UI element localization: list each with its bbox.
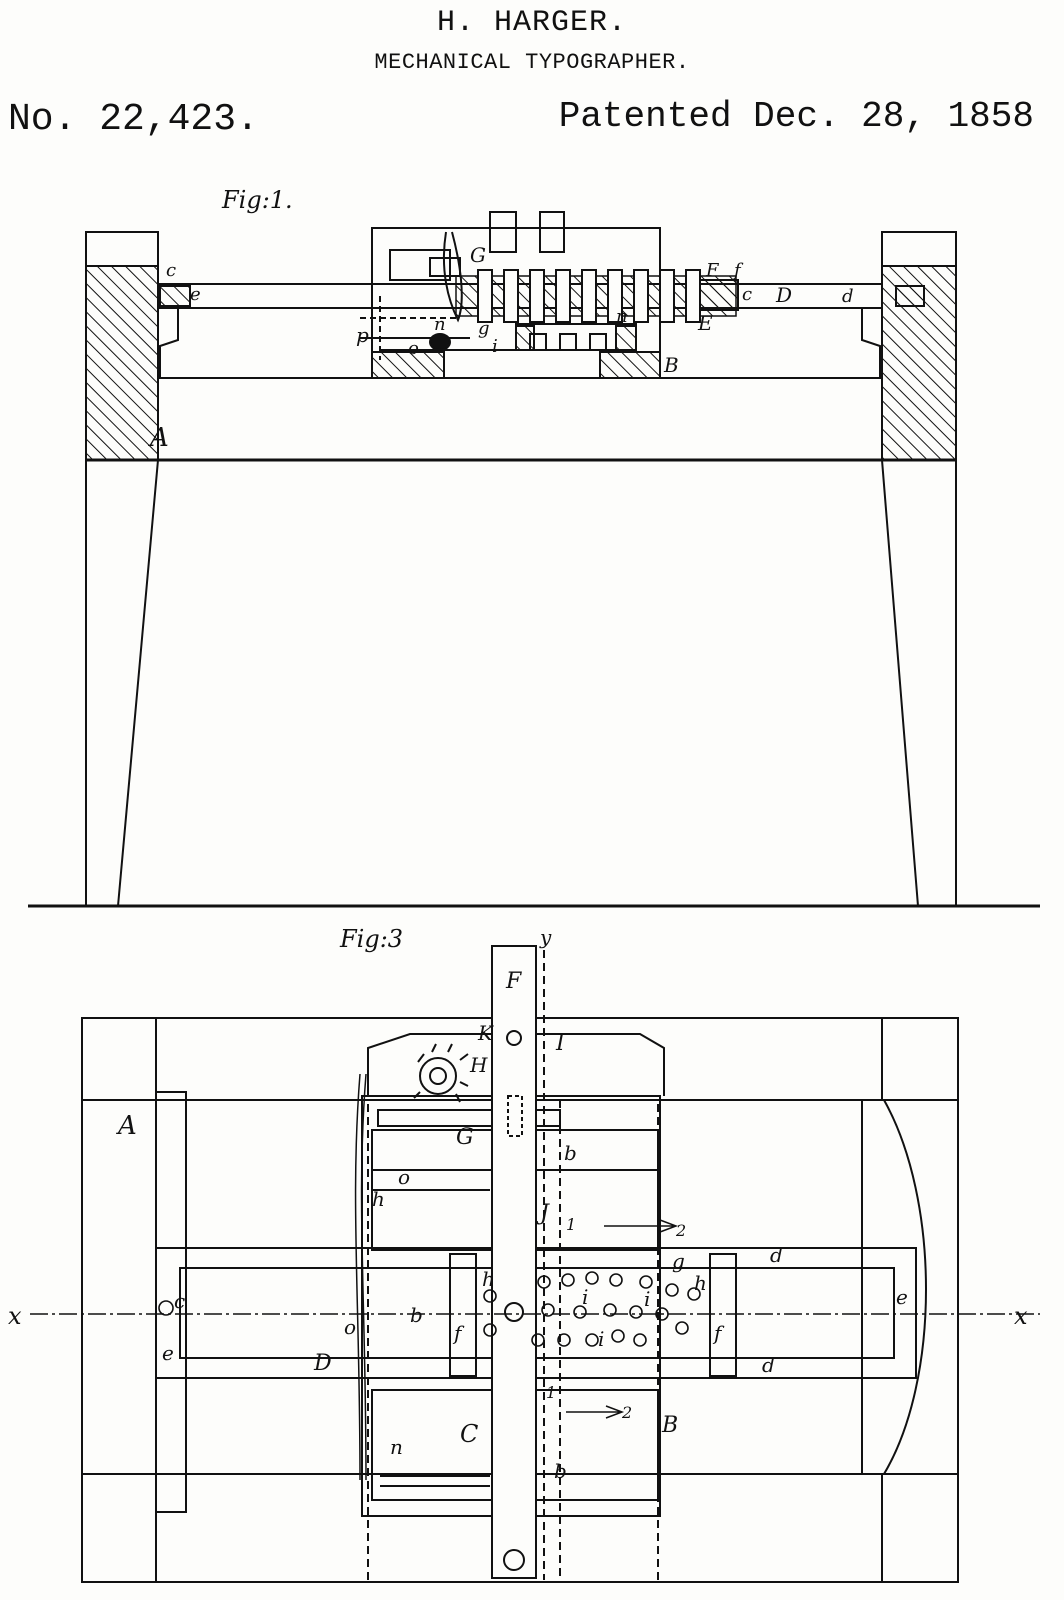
figure-3-label: Fig:3 — [340, 925, 404, 953]
svg-text:d: d — [842, 286, 854, 307]
svg-text:g: g — [672, 1249, 685, 1273]
svg-text:i: i — [644, 1287, 650, 1311]
svg-text:n: n — [616, 306, 628, 327]
svg-text:C: C — [460, 1420, 478, 1448]
svg-text:n: n — [434, 314, 446, 335]
patent-date: Patented Dec. 28, 1858 — [558, 96, 1034, 137]
svg-text:e: e — [896, 1285, 908, 1309]
svg-text:I: I — [555, 1031, 566, 1056]
svg-text:f: f — [452, 1321, 465, 1345]
svg-text:i: i — [582, 1285, 588, 1309]
svg-text:D: D — [775, 283, 792, 307]
svg-text:o: o — [398, 1165, 410, 1189]
figure-1-drawing — [28, 211, 1040, 908]
figure-1-label: Fig:1. — [222, 186, 293, 214]
svg-text:A: A — [116, 1111, 137, 1141]
svg-text:f: f — [732, 260, 744, 281]
svg-text:K: K — [477, 1021, 494, 1045]
svg-text:i: i — [598, 1327, 604, 1351]
svg-text:c: c — [742, 284, 752, 305]
figure-1-reference-letters: c e A B D d c E F f G g o p n i n — [148, 243, 854, 453]
svg-text:y: y — [539, 925, 552, 949]
svg-text:c: c — [166, 260, 176, 281]
figure-3-drawing — [30, 945, 1040, 1583]
svg-text:B: B — [661, 1413, 678, 1438]
patent-number: No. 22,423. — [8, 98, 259, 141]
svg-text:b: b — [554, 1459, 567, 1483]
svg-text:n: n — [390, 1435, 403, 1459]
svg-text:i: i — [492, 336, 498, 357]
svg-text:A: A — [148, 423, 169, 453]
svg-text:F: F — [505, 969, 522, 994]
svg-text:D: D — [313, 1351, 332, 1376]
svg-text:J: J — [536, 1201, 550, 1226]
svg-text:p: p — [356, 323, 369, 347]
svg-text:g: g — [478, 318, 490, 339]
svg-text:o: o — [344, 1315, 356, 1339]
svg-text:o: o — [408, 338, 419, 359]
invention-title: MECHANICAL TYPOGRAPHER. — [374, 50, 690, 75]
svg-text:c: c — [174, 1289, 185, 1313]
svg-text:d: d — [762, 1353, 775, 1377]
svg-text:E: E — [697, 311, 713, 335]
svg-text:b: b — [410, 1303, 423, 1327]
svg-text:d: d — [770, 1243, 783, 1267]
inventor-name: H. HARGER. — [436, 6, 628, 40]
svg-text:b: b — [564, 1141, 577, 1165]
svg-text:x: x — [1014, 1302, 1028, 1330]
svg-text:f: f — [712, 1321, 725, 1345]
svg-text:e: e — [162, 1341, 174, 1365]
svg-text:G: G — [470, 243, 486, 267]
svg-text:h: h — [372, 1187, 385, 1211]
svg-text:1: 1 — [546, 1383, 556, 1402]
figure-3-reference-letters: A B C D d d e e c f f F y G H K I J h h … — [8, 925, 1028, 1483]
svg-text:2: 2 — [621, 1403, 632, 1422]
svg-text:e: e — [190, 284, 201, 305]
svg-text:x: x — [8, 1302, 22, 1330]
svg-text:G: G — [456, 1125, 474, 1150]
svg-text:2: 2 — [675, 1221, 686, 1240]
svg-text:h: h — [694, 1271, 707, 1295]
svg-text:h: h — [482, 1267, 495, 1291]
svg-text:F: F — [705, 260, 720, 281]
svg-text:1: 1 — [566, 1215, 576, 1234]
svg-text:B: B — [663, 353, 679, 377]
svg-text:H: H — [469, 1053, 488, 1077]
